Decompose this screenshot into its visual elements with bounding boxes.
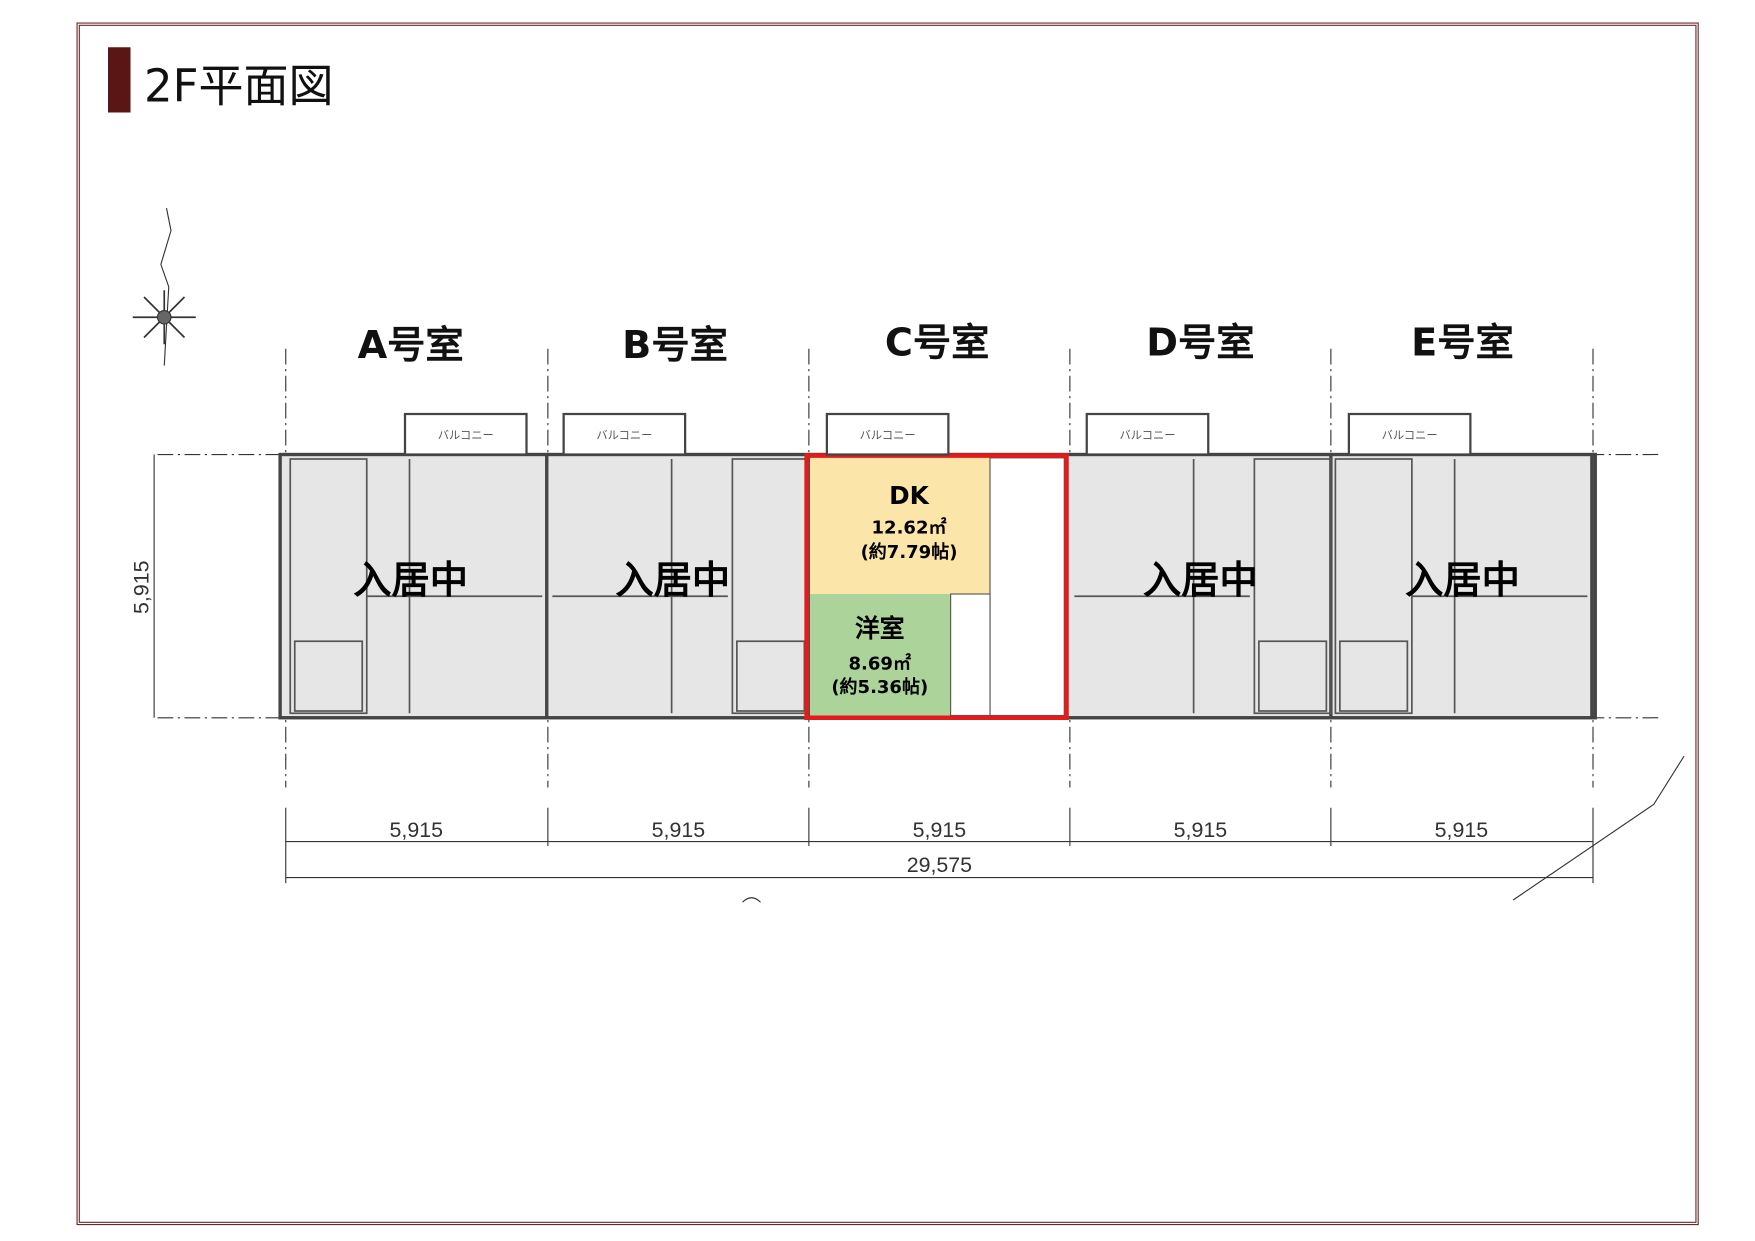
dim-depth: 5,915 — [130, 561, 154, 614]
dimension-lines — [153, 454, 1685, 903]
dim-e: 5,915 — [1435, 818, 1488, 842]
unit-label-c: C号室 — [885, 321, 990, 366]
western-room-area: 8.69㎡ — [849, 652, 911, 674]
dim-a: 5,915 — [390, 818, 443, 842]
page-frame — [76, 22, 1699, 1226]
balcony-label: バルコニー — [596, 429, 652, 442]
western-room-tatami: (約5.36帖) — [831, 676, 928, 698]
dim-total: 29,575 — [907, 853, 972, 877]
dim-c: 5,915 — [913, 818, 966, 842]
balconies: バルコニー バルコニー バルコニー バルコニー バルコニー — [403, 412, 1472, 456]
plan-detail-line — [1258, 640, 1328, 712]
dim-b: 5,915 — [652, 818, 705, 842]
balcony-label: バルコニー — [438, 429, 494, 442]
occupied-label-a: 入居中 — [353, 558, 468, 603]
title-accent-bar — [108, 47, 131, 113]
western-room-fill — [810, 594, 951, 716]
balcony-label: バルコニー — [860, 429, 916, 442]
occupied-label-e: 入居中 — [1405, 558, 1520, 603]
dk-label: DK — [889, 481, 930, 510]
occupied-label-b: 入居中 — [615, 558, 730, 603]
page-title: 2F平面図 — [144, 60, 334, 113]
dk-area: 12.62㎡ — [872, 516, 947, 538]
balcony-label: バルコニー — [1119, 429, 1175, 442]
plan-detail-line — [293, 640, 364, 712]
unit-label-a: A号室 — [358, 323, 464, 368]
dim-d: 5,915 — [1174, 818, 1227, 842]
c-unit-wet-area — [989, 457, 1065, 717]
dk-tatami: (約7.79帖) — [861, 541, 958, 563]
balcony-label: バルコニー — [1382, 429, 1438, 442]
plan-detail-line — [289, 458, 368, 715]
c-unit-washroom — [950, 593, 991, 717]
dk-room-fill — [810, 457, 990, 594]
occupied-label-d: 入居中 — [1143, 558, 1258, 603]
unit-label-e: E号室 — [1411, 321, 1514, 366]
western-room-label: 洋室 — [855, 614, 905, 643]
north-compass-icon — [132, 208, 196, 366]
unit-label-b: B号室 — [622, 323, 728, 368]
plan-detail-line — [1339, 640, 1409, 712]
unit-label-d: D号室 — [1146, 321, 1254, 366]
plan-detail-line — [1334, 458, 1413, 715]
plan-detail-line — [1253, 458, 1332, 715]
